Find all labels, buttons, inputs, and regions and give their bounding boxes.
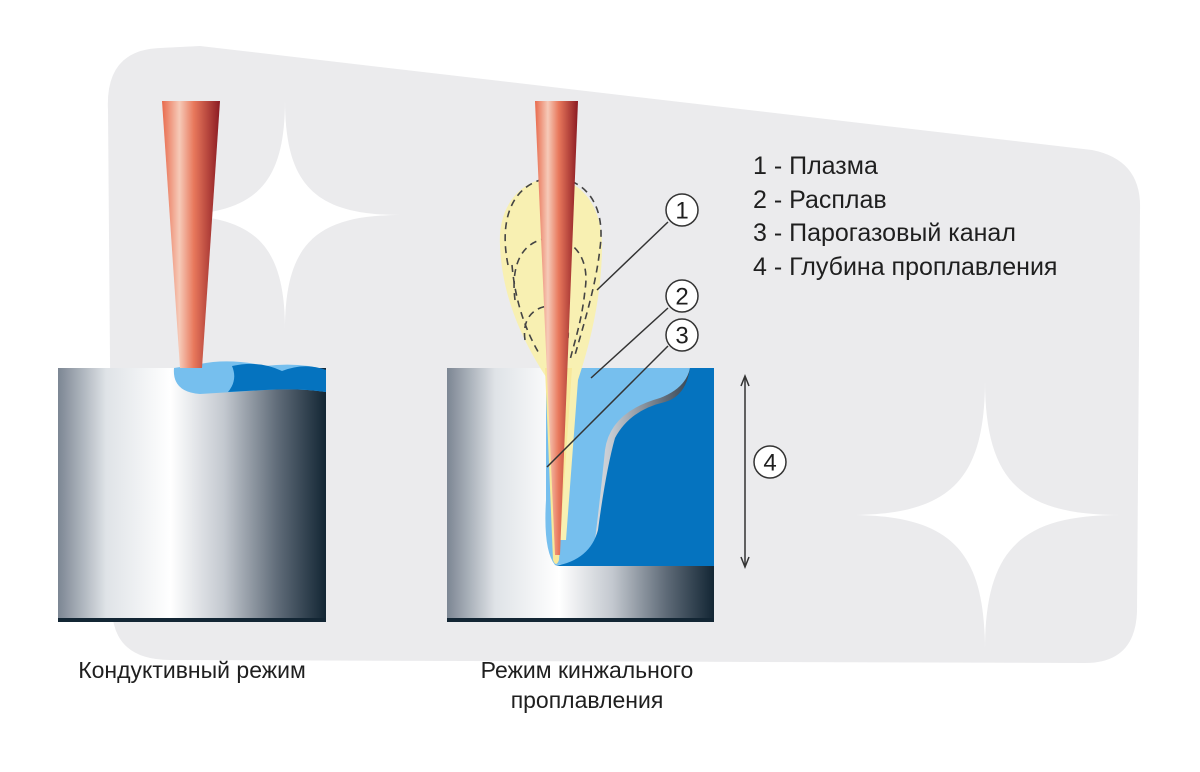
conductive-mode-illustration xyxy=(58,101,326,622)
background-panel xyxy=(107,46,1141,663)
legend: 1 - Плазма 2 - Расплав 3 - Парогазовый к… xyxy=(753,152,1057,281)
marker-circle-2 xyxy=(665,279,699,313)
legend-item-penetration-depth: 4 - Глубина проплавления xyxy=(753,253,1057,281)
laser-beam xyxy=(535,101,578,555)
melt-zone xyxy=(545,368,690,565)
marker-circle-4 xyxy=(753,445,787,479)
decor-star-icon xyxy=(170,100,400,330)
melt-pool-core xyxy=(228,363,326,392)
metal-block xyxy=(58,368,326,622)
legend-item-melt: 2 - Расплав xyxy=(753,186,887,214)
legend-item-plasma: 1 - Плазма xyxy=(753,152,878,180)
metal-block-bottom-edge xyxy=(447,618,714,622)
legend-item-vapor-channel: 3 - Парогазовый канал xyxy=(753,219,1016,247)
leader-line-1 xyxy=(596,221,669,291)
depth-arrow-head-top xyxy=(740,373,750,387)
plasma-contour xyxy=(513,237,587,361)
caption-keyhole-mode-line2: проплавления xyxy=(511,687,664,713)
marker-4: 4 xyxy=(763,450,776,477)
decor-star-icon xyxy=(850,380,1120,650)
caption-keyhole-mode-line1: Режим кинжального xyxy=(481,657,694,683)
keyhole-mode-illustration xyxy=(447,101,714,622)
plasma-contour xyxy=(511,264,541,356)
callouts: 1 2 3 4 xyxy=(546,193,787,570)
marker-circle-1 xyxy=(665,193,699,227)
leader-line-2 xyxy=(590,307,669,379)
marker-3: 3 xyxy=(675,323,688,350)
laser-beam xyxy=(162,101,220,368)
caption-conductive-mode: Кондуктивный режим xyxy=(78,657,306,683)
marker-1: 1 xyxy=(675,198,688,225)
metal-block-bottom-edge xyxy=(58,618,326,622)
marker-circle-3 xyxy=(665,318,699,352)
marker-2: 2 xyxy=(675,284,688,311)
leader-line-3 xyxy=(546,345,669,468)
depth-arrow-head-bottom xyxy=(740,556,750,570)
melt-zone-core xyxy=(555,368,714,566)
